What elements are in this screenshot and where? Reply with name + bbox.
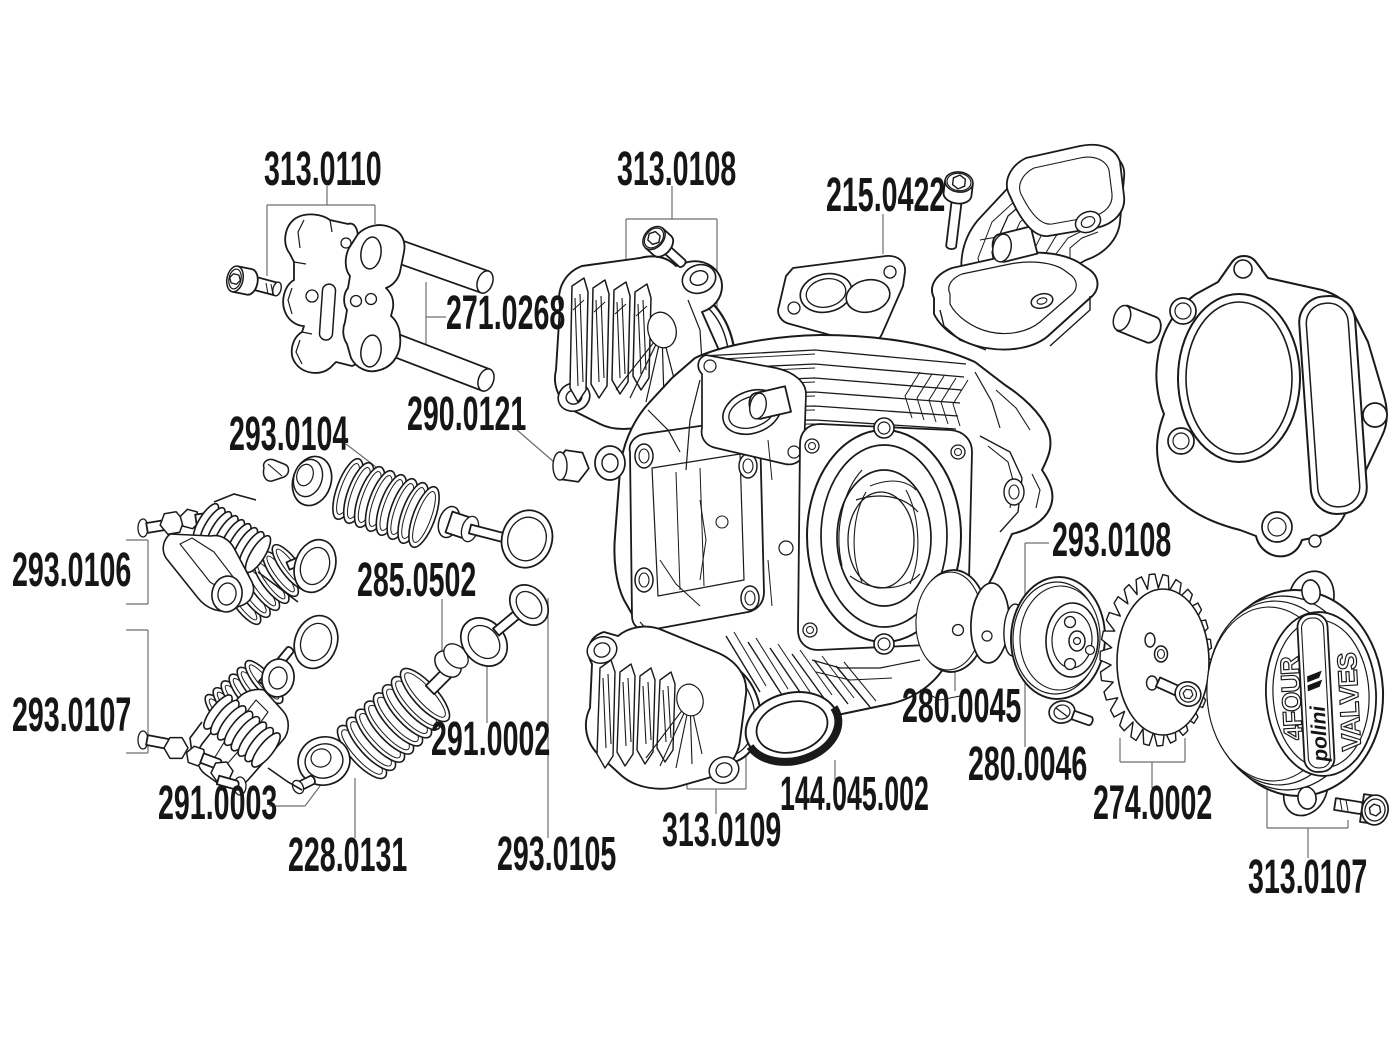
svg-text:313.0108: 313.0108 xyxy=(617,142,736,195)
svg-text:144.045.002: 144.045.002 xyxy=(780,768,929,821)
svg-text:313.0107: 313.0107 xyxy=(1248,850,1367,903)
svg-text:291.0003: 291.0003 xyxy=(158,776,277,829)
svg-text:274.0002: 274.0002 xyxy=(1093,776,1212,829)
svg-text:228.0131: 228.0131 xyxy=(288,828,407,881)
svg-text:285.0502: 285.0502 xyxy=(357,553,476,606)
svg-text:VALVES: VALVES xyxy=(1332,652,1367,751)
svg-text:280.0045: 280.0045 xyxy=(902,679,1021,732)
svg-text:293.0106: 293.0106 xyxy=(12,543,131,596)
svg-text:271.0268: 271.0268 xyxy=(446,286,565,339)
svg-text:313.0110: 313.0110 xyxy=(264,142,382,195)
svg-text:291.0002: 291.0002 xyxy=(431,712,550,765)
svg-text:293.0105: 293.0105 xyxy=(497,827,616,880)
svg-text:215.0422: 215.0422 xyxy=(826,168,945,221)
svg-text:293.0108: 293.0108 xyxy=(1052,513,1171,566)
svg-text:313.0109: 313.0109 xyxy=(662,803,781,856)
svg-text:4FOUR: 4FOUR xyxy=(1274,655,1308,741)
svg-text:290.0121: 290.0121 xyxy=(407,387,526,440)
svg-text:polini: polini xyxy=(1307,704,1333,763)
svg-text:293.0104: 293.0104 xyxy=(229,407,348,460)
svg-text:280.0046: 280.0046 xyxy=(968,737,1087,790)
svg-text:293.0107: 293.0107 xyxy=(12,688,131,741)
